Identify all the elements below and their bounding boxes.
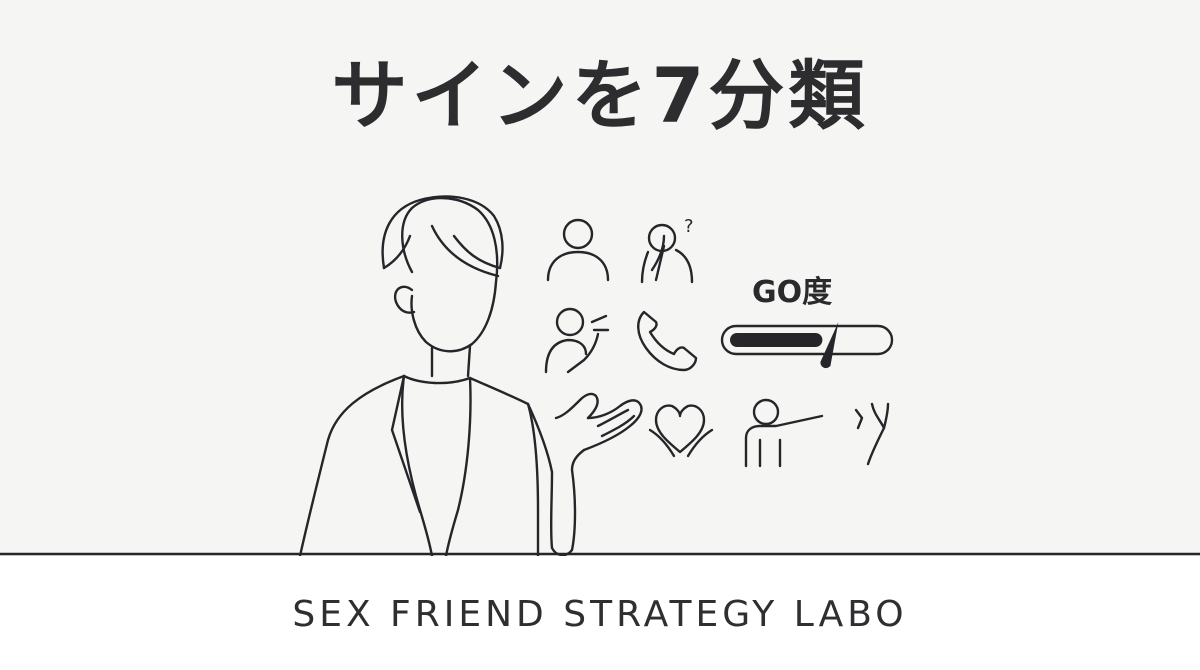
- footer-brand: SEX FRIEND STRATEGY LABO: [292, 594, 908, 635]
- gauge-label: GO度: [752, 275, 833, 310]
- heart-hands-icon: [648, 404, 714, 458]
- question-mark-icon: ?: [684, 216, 694, 237]
- gesture-icon: [854, 402, 890, 466]
- person-icon: [546, 218, 610, 282]
- gauge-needle: [820, 322, 839, 369]
- page-title: サインを7分類: [331, 51, 869, 140]
- footer: [0, 556, 1200, 670]
- go-gauge: [720, 322, 894, 369]
- gauge-fill: [730, 333, 823, 347]
- speaking-person-icon: [544, 307, 610, 374]
- pointing-person-icon: [744, 398, 824, 468]
- thinking-person-icon: [640, 223, 694, 284]
- presenter-illustration: [298, 195, 643, 558]
- phone-icon: [637, 310, 698, 372]
